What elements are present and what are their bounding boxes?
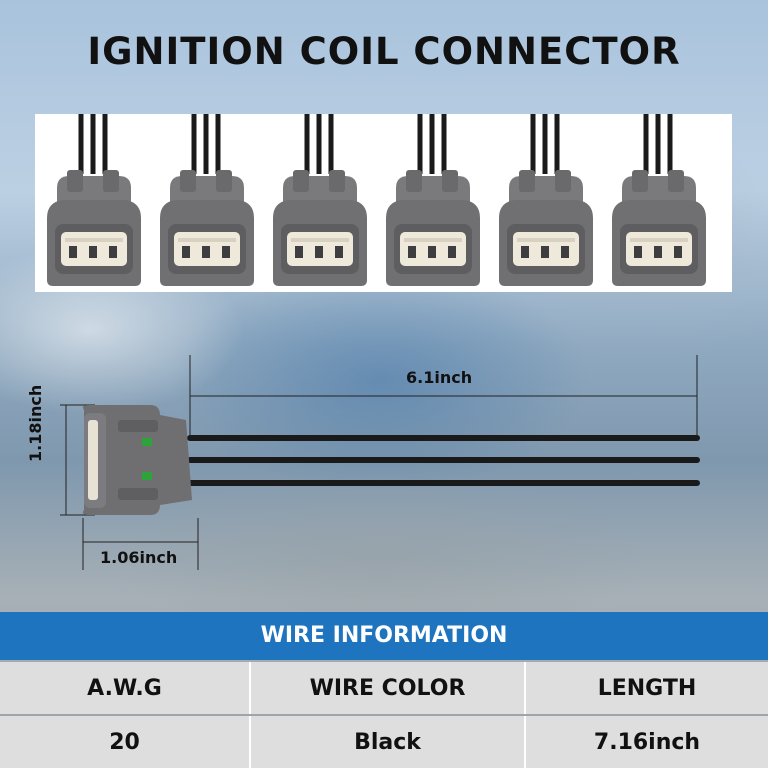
- side-connector: [82, 405, 192, 515]
- value-length: 7.16inch: [526, 716, 768, 768]
- wire-group: [187, 435, 700, 486]
- connector-strip: [35, 114, 732, 292]
- height-label: 1.18inch: [26, 384, 45, 462]
- column-header-length: LENGTH: [526, 662, 768, 714]
- value-wire-color: Black: [251, 716, 526, 768]
- wire-info-table: A.W.G WIRE COLOR LENGTH 20 Black 7.16inc…: [0, 662, 768, 768]
- value-awg: 20: [0, 716, 251, 768]
- column-header-wire-color: WIRE COLOR: [251, 662, 526, 714]
- length-label: 6.1inch: [406, 368, 473, 387]
- column-header-awg: A.W.G: [0, 662, 251, 714]
- dimension-diagram: [60, 355, 700, 570]
- page-title: IGNITION COIL CONNECTOR: [87, 30, 681, 73]
- wire-info-header: WIRE INFORMATION: [0, 612, 768, 660]
- width-label: 1.06inch: [100, 548, 178, 567]
